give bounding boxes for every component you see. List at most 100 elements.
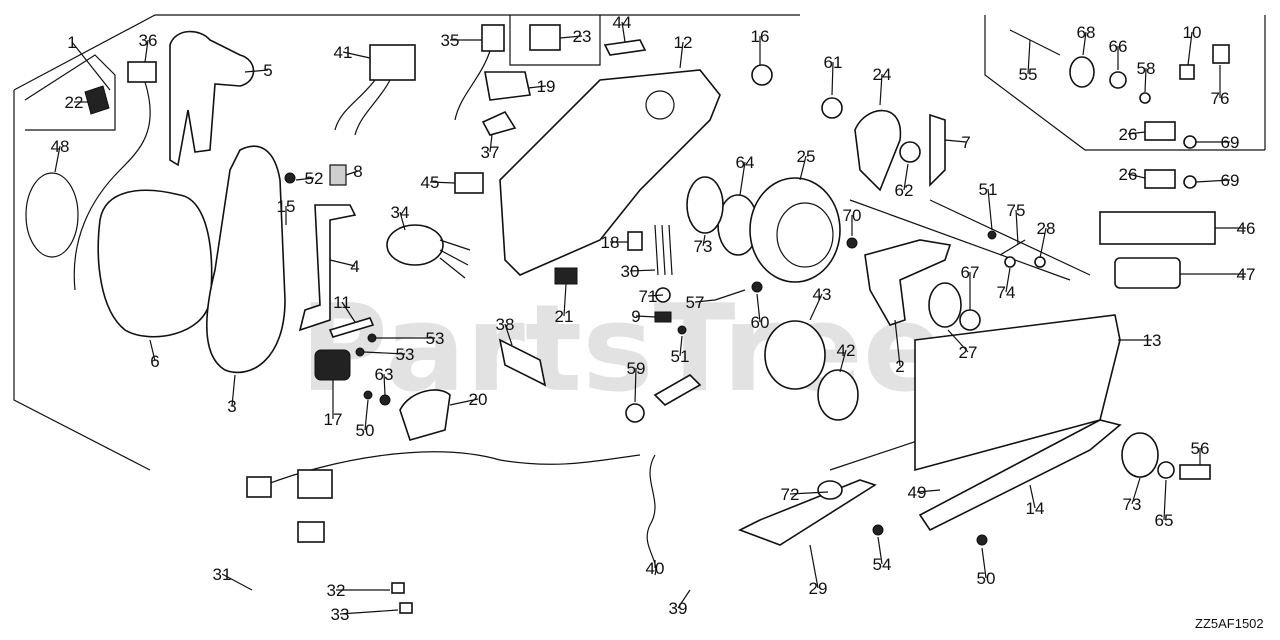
callout-10: 10: [1183, 23, 1202, 42]
leader-52: [295, 177, 315, 181]
callout-31: 31: [213, 565, 232, 584]
switch-39: [653, 374, 702, 406]
spacer-68: [1069, 56, 1095, 88]
callout-67: 67: [961, 263, 980, 282]
leader-24: [879, 73, 883, 106]
leader-33: [339, 609, 399, 615]
leader-14: [1029, 484, 1036, 509]
block-26a: [1144, 121, 1176, 141]
leader-51b: [987, 188, 993, 231]
leader-60: [756, 293, 761, 323]
switch-36: [127, 61, 157, 83]
leader-72: [789, 491, 829, 495]
leader-71: [647, 294, 664, 297]
callout-13: 13: [1143, 331, 1162, 350]
leader-43: [809, 293, 823, 321]
leader-34: [399, 211, 406, 231]
washer-66: [1109, 71, 1127, 89]
leader-73a: [702, 234, 706, 247]
clip-22: [84, 85, 110, 115]
module-41-wires: [334, 79, 391, 136]
leader-53b: [363, 351, 406, 355]
panel-13: [914, 314, 1121, 472]
bushing-73b: [1121, 432, 1159, 478]
leader-1: [71, 41, 111, 91]
leader-55: [1027, 39, 1031, 75]
callout-51a: 51: [671, 347, 690, 366]
leader-74: [1005, 267, 1011, 293]
lever-7: [929, 113, 946, 187]
callout-74: 74: [997, 283, 1016, 302]
decal-47: [1114, 257, 1181, 289]
callout-53a: 53: [426, 329, 445, 348]
housing-12-boss: [645, 90, 675, 120]
callout-27: 27: [959, 343, 978, 362]
callout-70: 70: [843, 206, 862, 225]
callout-64: 64: [736, 153, 755, 172]
clip-76: [1212, 44, 1230, 64]
callout-25: 25: [797, 147, 816, 166]
screw-53a: [367, 333, 377, 343]
leader-48: [54, 145, 61, 173]
pin-75: [999, 239, 1026, 256]
leader-65: [1163, 479, 1167, 521]
o-ring-48: [25, 172, 79, 258]
callout-58: 58: [1137, 59, 1156, 78]
callout-69a: 69: [1221, 133, 1240, 152]
leader-8: [345, 170, 359, 176]
callout-45: 45: [421, 173, 440, 192]
callout-21: 21: [555, 307, 574, 326]
leader-23: [559, 35, 583, 39]
callout-50b: 50: [977, 569, 996, 588]
leader-73b: [1131, 477, 1141, 505]
leader-44: [621, 21, 626, 43]
leader-25: [799, 155, 807, 181]
callout-26a: 26: [1119, 125, 1138, 144]
leader-27: [947, 329, 969, 353]
washer-62: [899, 141, 921, 163]
callout-11: 11: [333, 293, 351, 312]
screw-52: [284, 172, 296, 184]
clip-69a: [1183, 135, 1197, 149]
screw-51b: [987, 230, 997, 240]
callout-44: 44: [613, 13, 632, 32]
callout-5: 5: [263, 61, 272, 80]
callout-38: 38: [496, 315, 515, 334]
leader-57: [694, 299, 716, 303]
callout-7: 7: [961, 133, 970, 152]
leader-7: [944, 139, 967, 143]
screw-53b: [355, 347, 365, 357]
callout-labels: 1234567891011121314151617181920212223242…: [51, 13, 1256, 624]
lever-4: [298, 204, 357, 332]
callout-39: 39: [669, 599, 688, 618]
leader-63: [383, 373, 386, 396]
callout-65: 65: [1155, 511, 1174, 530]
callout-54: 54: [873, 555, 892, 574]
bolt-57: [714, 289, 746, 301]
panel-14: [918, 419, 1122, 532]
callout-26b: 26: [1119, 165, 1138, 184]
harness-31: [264, 451, 641, 486]
nut-70: [846, 237, 858, 249]
leader-37: [489, 134, 493, 153]
callout-73a: 73: [694, 237, 713, 256]
leader-54: [877, 536, 883, 565]
callout-19: 19: [537, 77, 556, 96]
leader-29: [809, 544, 819, 589]
leader-30: [629, 269, 656, 272]
block-17: [314, 349, 351, 381]
leader-28: [1039, 227, 1047, 259]
callout-50a: 50: [356, 421, 375, 440]
callout-43: 43: [813, 285, 832, 304]
switch-35: [481, 24, 505, 52]
link-2: [864, 239, 952, 326]
callout-61: 61: [824, 53, 843, 72]
callout-30: 30: [621, 262, 640, 281]
screw-54: [872, 524, 884, 536]
callout-59: 59: [627, 359, 646, 378]
housing-12: [499, 69, 721, 276]
bushing-73a: [686, 176, 724, 234]
leader-12: [679, 41, 684, 69]
callout-16: 16: [751, 27, 770, 46]
